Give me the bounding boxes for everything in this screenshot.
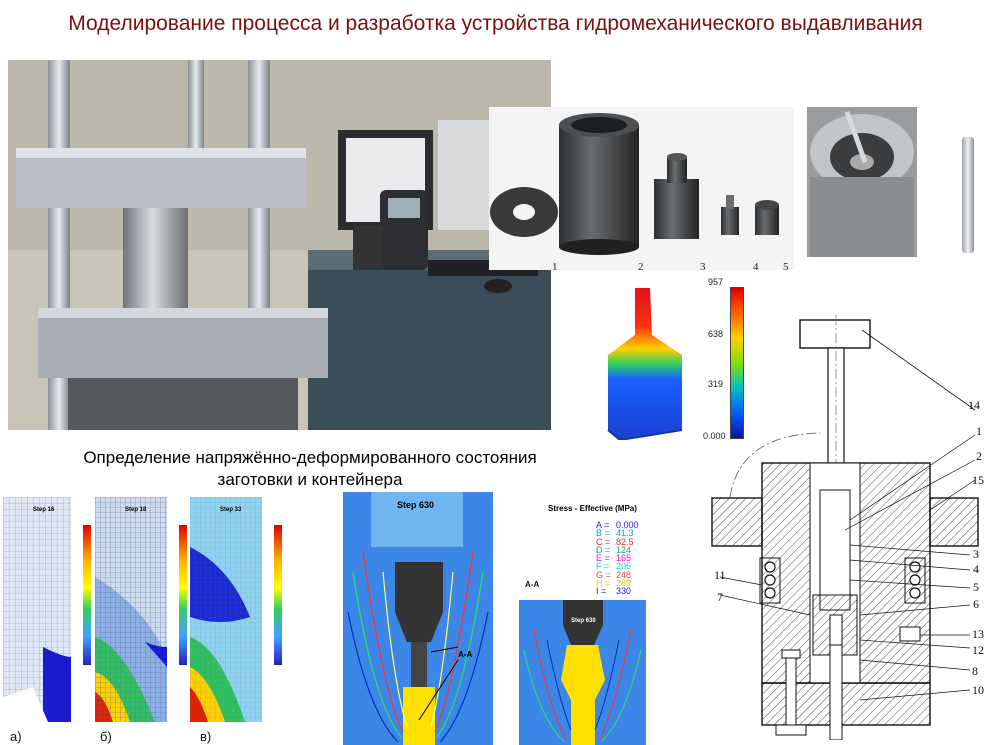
stress-legend-key: E = [596, 553, 610, 564]
slide-title: Моделирование процесса и разработка устр… [68, 12, 923, 35]
stress-legend-row: G = 248 [596, 569, 648, 580]
press-photo [8, 60, 551, 430]
colorbar-tick-max: 957 [708, 277, 724, 287]
sim-label-a: а) [10, 729, 22, 744]
small-sim-section-label: A-A [525, 580, 540, 589]
drawing-label-4: 4 [973, 562, 979, 576]
stress-legend-title: Stress - Effective (MPa) [548, 504, 637, 513]
stress-legend-rows: A = 0.000 B = 41.3 C = 82.5 D = 124 E = 165 F = 206… [596, 520, 648, 597]
colorbar-tick-2: 638 [708, 329, 724, 339]
stress-legend-value: 82.5 [616, 536, 634, 547]
stress-legend-row: B = 41.3 [596, 528, 648, 539]
drawing-label-15: 15 [972, 473, 984, 487]
sim-panel-c: Step 33 [190, 497, 285, 722]
stress-legend-value: 289 [616, 578, 632, 589]
stress-legend: Stress - Effective (MPa) A = 0.000 B = 41.3… [548, 504, 648, 596]
sim-c-step: Step 33 [220, 507, 242, 513]
part-number-4: 4 [753, 261, 759, 273]
section-subtitle: Определение напряжённо-деформированного … [40, 447, 580, 491]
stress-legend-value: 206 [616, 561, 632, 572]
stress-legend-value: 41.3 [616, 528, 634, 539]
small-sim-step: Step 630 [571, 618, 596, 624]
drawing-label-1: 1 [976, 424, 982, 438]
tooling-parts-photo [489, 107, 794, 270]
stress-legend-key: A = [596, 520, 610, 530]
colorbar-tick-min: 0.000 [703, 431, 726, 441]
container-photo [807, 107, 917, 257]
part-number-2: 2 [638, 261, 644, 273]
drawing-label-3: 3 [973, 547, 979, 561]
stress-legend-value: 0.000 [616, 520, 639, 530]
colorbar-tick-3: 319 [708, 379, 724, 389]
stress-legend-row: E = 165 [596, 553, 648, 564]
stress-legend-key: F = [596, 561, 610, 572]
drawing-label-14: 14 [968, 398, 980, 412]
stress-legend-key: C = [596, 536, 611, 547]
sim-a-step: Step 16 [33, 507, 55, 513]
sim-panel-b: Step 18 [95, 497, 190, 722]
technical-drawing [700, 315, 990, 741]
stress-legend-row: A = 0.000 [596, 520, 648, 530]
stress-legend-key: D = [596, 544, 611, 555]
drawing-label-5: 5 [973, 580, 979, 594]
stress-legend-row: D = 124 [596, 544, 648, 555]
part-number-5: 5 [783, 261, 789, 273]
subtitle-line-2: заготовки и контейнера [217, 470, 403, 489]
extrusion-sim-small: Step 630 [519, 600, 646, 745]
large-sim-step: Step 630 [397, 500, 435, 510]
drawing-label-11: 11 [714, 568, 726, 582]
part-number-1: 1 [552, 261, 558, 273]
billet-fem-model [590, 280, 700, 442]
drawing-label-7: 7 [717, 590, 723, 604]
stress-legend-key: H = [596, 578, 611, 589]
part-number-3: 3 [700, 261, 706, 273]
stress-legend-key: I = [596, 586, 607, 597]
stress-legend-value: 248 [616, 569, 632, 580]
stress-legend-value: 165 [616, 553, 632, 564]
extrusion-sim-large: Step 630 A-A [343, 492, 493, 745]
fem-colorbar [730, 287, 744, 439]
sim-label-c: в) [200, 729, 212, 744]
stress-legend-key: B = [596, 528, 610, 539]
drawing-label-13: 13 [972, 627, 984, 641]
stress-legend-row: H = 289 [596, 578, 648, 589]
drawing-label-10: 10 [972, 683, 984, 697]
stress-legend-value: 124 [616, 544, 632, 555]
stress-legend-row: F = 206 [596, 561, 648, 572]
drawing-label-6: 6 [973, 597, 979, 611]
sim-b-step: Step 18 [125, 507, 147, 513]
stress-legend-row: I = 330 [596, 586, 648, 597]
large-sim-section: A-A [458, 650, 473, 659]
subtitle-line-1: Определение напряжённо-деформированного … [83, 448, 537, 467]
stress-legend-key: G = [596, 569, 611, 580]
sim-label-b: б) [100, 729, 112, 744]
stress-legend-row: C = 82.5 [596, 536, 648, 547]
drawing-label-2: 2 [976, 449, 982, 463]
drawing-label-8: 8 [972, 664, 978, 678]
drawing-label-12: 12 [972, 643, 984, 657]
stress-legend-value: 330 [616, 586, 632, 597]
billet-photo [958, 135, 978, 255]
sim-panel-a: Step 16 [3, 497, 95, 722]
